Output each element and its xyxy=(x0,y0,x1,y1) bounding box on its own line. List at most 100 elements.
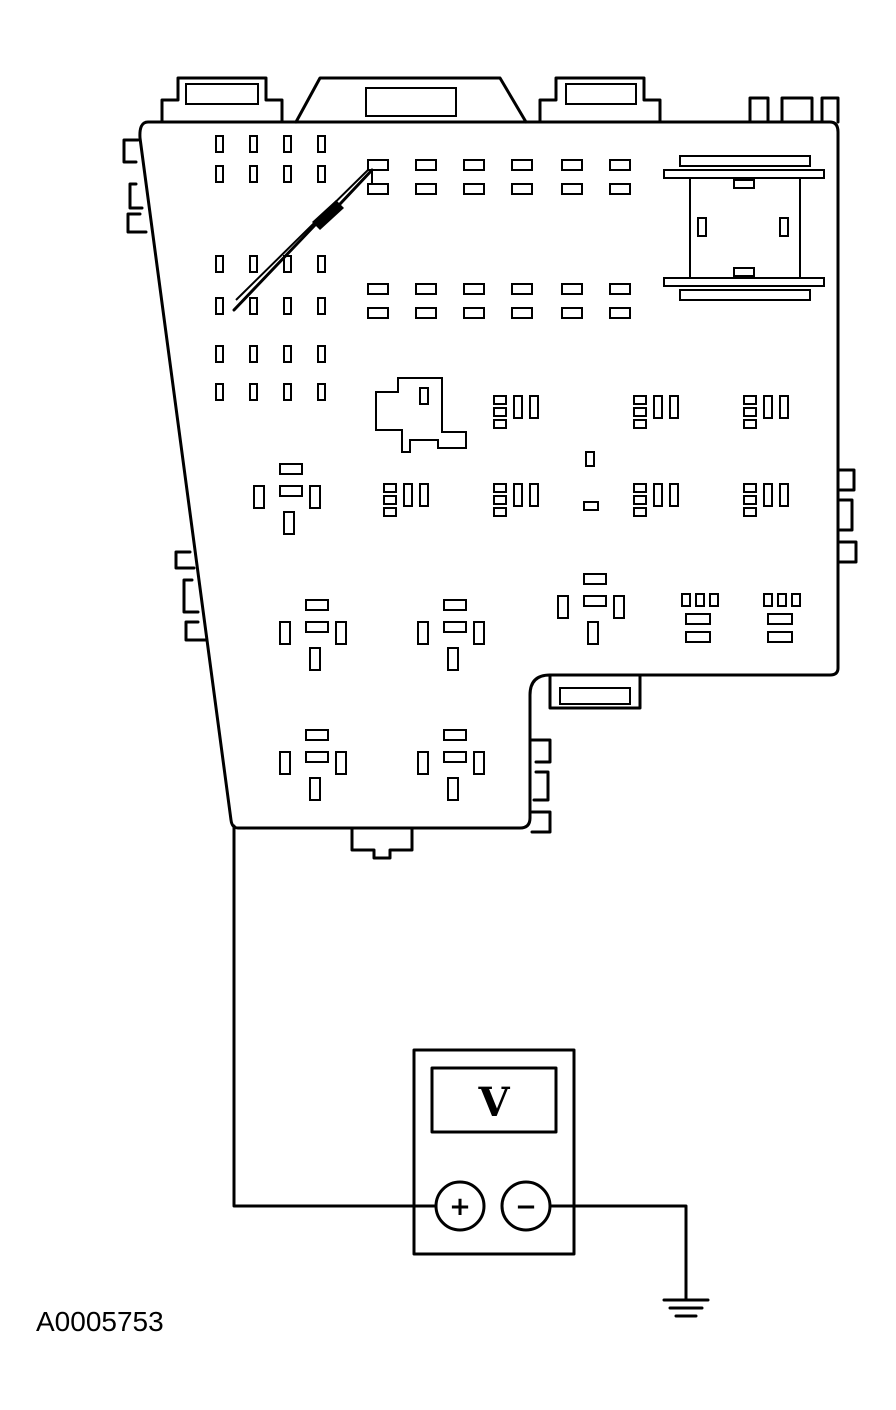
fuse-slot xyxy=(249,165,258,183)
fuse-slot xyxy=(511,183,533,195)
fuse-slot xyxy=(743,495,757,505)
figure-id: A0005753 xyxy=(36,1306,164,1337)
fuse-slot xyxy=(305,599,329,611)
fuse-slot xyxy=(743,407,757,417)
fuse-slot xyxy=(447,777,459,801)
junction-box xyxy=(122,76,858,860)
fuse-slot xyxy=(709,593,719,607)
fuse-slot xyxy=(609,283,631,295)
fuse-slot xyxy=(529,395,539,419)
fuse-slot xyxy=(417,621,429,645)
fuse-slot xyxy=(561,183,583,195)
fuse-slot xyxy=(317,255,326,273)
fuse-slot xyxy=(317,165,326,183)
fuse-slot xyxy=(685,613,711,625)
fuse-slot xyxy=(685,631,711,643)
fuse-slot xyxy=(763,483,773,507)
fuse-slot xyxy=(633,407,647,417)
meter-display-label: V xyxy=(477,1079,510,1126)
fuse-slot xyxy=(493,395,507,405)
fuse-slot xyxy=(743,507,757,517)
fuse-slot xyxy=(511,159,533,171)
fuse-slot xyxy=(743,395,757,405)
fuse-slot xyxy=(561,307,583,319)
fuse-slot xyxy=(609,307,631,319)
fuse-slot xyxy=(443,751,467,763)
fuse-slot xyxy=(317,383,326,401)
fuse-slot xyxy=(493,495,507,505)
fuse-slot xyxy=(633,495,647,505)
fuse-slot xyxy=(513,395,523,419)
fuse-slot xyxy=(383,483,397,493)
fuse-slot xyxy=(317,135,326,153)
fuse-slot xyxy=(669,483,679,507)
fuse-slot xyxy=(383,507,397,517)
fuse-slot xyxy=(443,621,467,633)
fuse-slot xyxy=(215,165,224,183)
fuse-slot xyxy=(633,419,647,429)
fuse-slot xyxy=(215,135,224,153)
fuse-slot xyxy=(249,345,258,363)
fuse-slot xyxy=(763,593,773,607)
fuse-slot xyxy=(743,419,757,429)
fuse-slot xyxy=(473,621,485,645)
fuse-slot xyxy=(767,631,793,643)
fuse-slot xyxy=(583,595,607,607)
negative-terminal xyxy=(500,1180,552,1232)
fuse-slot xyxy=(463,183,485,195)
fuse-slot xyxy=(249,383,258,401)
fuse-slot xyxy=(283,383,292,401)
fuse-slot xyxy=(283,345,292,363)
ground-symbol-icon xyxy=(662,1298,710,1318)
positive-terminal xyxy=(434,1180,486,1232)
fuse-slot xyxy=(283,165,292,183)
fuse-slot xyxy=(249,255,258,273)
voltmeter: V + − xyxy=(412,1048,576,1256)
fuse-slot xyxy=(583,573,607,585)
fuse-slot xyxy=(419,483,429,507)
fuse-slot xyxy=(633,483,647,493)
fuse-slot xyxy=(443,729,467,741)
fuse-slot xyxy=(681,593,691,607)
fuse-slot xyxy=(557,595,569,619)
fuse-slot xyxy=(317,297,326,315)
negative-terminal-label: − xyxy=(515,1192,537,1222)
fuse-slot xyxy=(317,345,326,363)
fuse-slot xyxy=(633,395,647,405)
fuse-slot xyxy=(415,283,437,295)
fuse-slot xyxy=(609,183,631,195)
fuse-slot xyxy=(367,283,389,295)
fuse-slot xyxy=(249,297,258,315)
fuse-slot xyxy=(367,183,389,195)
fuse-slot xyxy=(305,751,329,763)
fuse-slot xyxy=(493,507,507,517)
fuse-slot xyxy=(403,483,413,507)
fuse-slot xyxy=(215,383,224,401)
fuse-slot xyxy=(633,507,647,517)
fuse-slot xyxy=(653,483,663,507)
fuse-slot xyxy=(561,159,583,171)
fuse-slot xyxy=(305,621,329,633)
fuse-slot xyxy=(335,621,347,645)
fuse-slot xyxy=(669,395,679,419)
fuse-slot xyxy=(415,183,437,195)
fuse-slot xyxy=(305,729,329,741)
fuse-slot xyxy=(513,483,523,507)
fuse-slot xyxy=(279,485,303,497)
fuse-slot xyxy=(473,751,485,775)
fuse-slot xyxy=(283,297,292,315)
fuse-slot xyxy=(463,283,485,295)
fuse-slot xyxy=(529,483,539,507)
fuse-slot xyxy=(367,159,389,171)
fuse-slot xyxy=(383,495,397,505)
fuse-slot xyxy=(283,135,292,153)
fuse-slot xyxy=(767,613,793,625)
fuse-slot xyxy=(367,307,389,319)
fuse-slot xyxy=(309,485,321,509)
fuse-slot xyxy=(335,751,347,775)
fuse-slot xyxy=(779,483,789,507)
fuse-slot xyxy=(415,307,437,319)
positive-terminal-label: + xyxy=(449,1192,471,1222)
fuse-slot xyxy=(215,345,224,363)
